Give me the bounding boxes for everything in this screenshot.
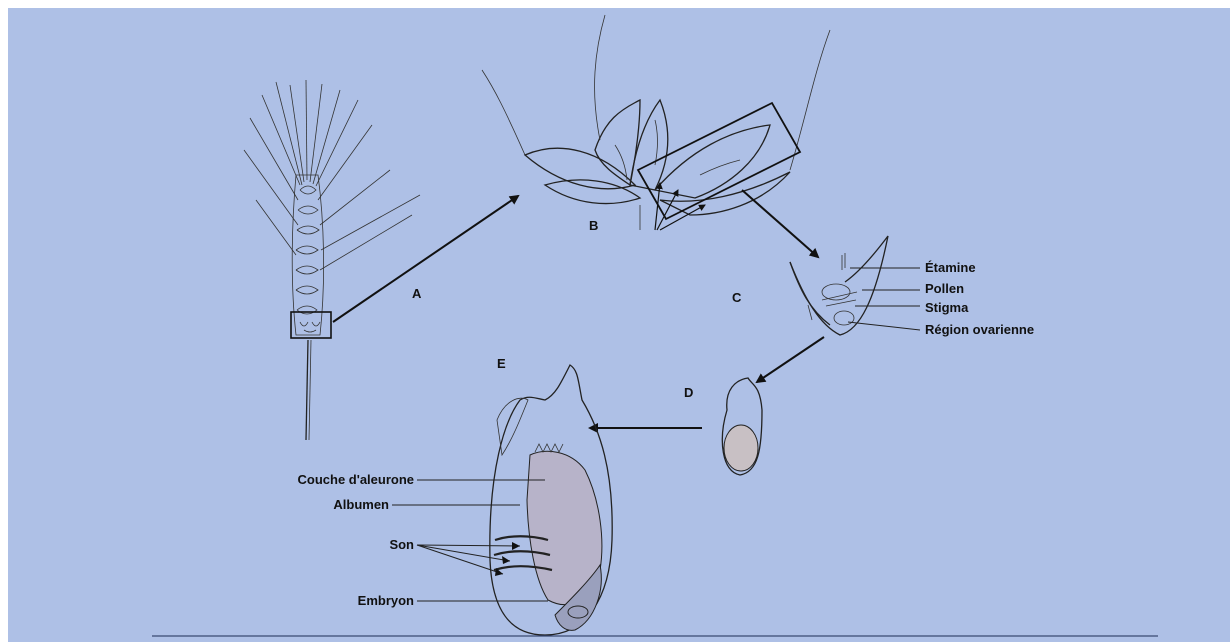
label-son: Son: [389, 537, 414, 552]
floret-illustration: [790, 236, 920, 335]
label-embryon: Embryon: [358, 593, 414, 608]
label-couche-aleurone: Couche d'aleurone: [298, 472, 415, 487]
label-albumen: Albumen: [333, 497, 389, 512]
label-region-ovarienne: Région ovarienne: [925, 322, 1034, 337]
label-pollen: Pollen: [925, 281, 964, 296]
mature-grain-illustration: [392, 365, 612, 635]
arrow-a-to-b: [333, 196, 518, 322]
label-c: C: [732, 290, 742, 305]
wheat-ear-illustration: [244, 80, 420, 440]
label-stigma: Stigma: [925, 300, 969, 315]
label-a: A: [412, 286, 422, 301]
label-etamine: Étamine: [925, 260, 976, 275]
arrow-b-to-c: [742, 190, 818, 257]
label-d: D: [684, 385, 693, 400]
label-e: E: [497, 356, 506, 371]
arrow-c-to-d: [757, 337, 824, 382]
ear-highlight-box: [291, 312, 331, 338]
label-b: B: [589, 218, 598, 233]
spikelet-illustration: [482, 15, 830, 230]
young-grain-illustration: [722, 378, 762, 475]
